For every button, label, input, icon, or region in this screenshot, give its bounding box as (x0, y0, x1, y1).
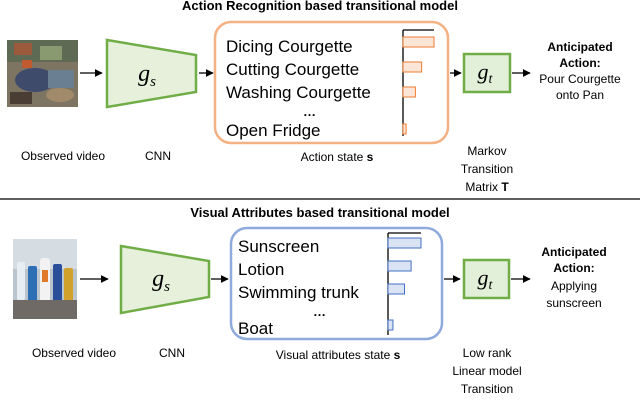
top-state-2: Washing Courgette (226, 83, 371, 102)
bottom-state-0: Sunscreen (238, 237, 319, 256)
top-section: Action Recognition based transitional mo… (7, 0, 621, 194)
bottom-video-thumbnail (13, 239, 77, 319)
bottom-bar-3 (387, 319, 394, 331)
top-title: Action Recognition based transitional mo… (182, 0, 458, 13)
bottom-transition-label-0: Low rank (463, 346, 513, 360)
bottom-bar-0 (387, 237, 422, 249)
bottom-anticipated-label-0: Anticipated (541, 245, 606, 259)
bottom-anticipated-label-1: Action: (553, 261, 594, 275)
top-bar-0 (402, 36, 435, 48)
top-transition-label-1: Transition (461, 162, 513, 176)
top-transition-label-2: Matrix T (465, 180, 509, 194)
top-cnn-trapezoid (105, 38, 198, 109)
bottom-state-2: Swimming trunk (238, 283, 359, 302)
top-cnn-block: gs (105, 38, 198, 109)
bottom-transition-box (462, 258, 511, 300)
bottom-state-panel-border (229, 226, 444, 341)
bottom-observed-video-label: Observed video (32, 346, 116, 360)
bottom-transition-block: gt (462, 258, 511, 300)
top-anticipated-label-0: Anticipated (547, 40, 612, 54)
top-bar-1 (402, 61, 423, 73)
bottom-state-4: Boat (238, 319, 273, 338)
bottom-cnn-trapezoid (119, 244, 211, 315)
bottom-bars-group (387, 237, 422, 331)
top-bars-group (402, 36, 435, 135)
top-video-thumbnail (7, 40, 78, 107)
bottom-transition-symbol: gt (478, 265, 494, 293)
bottom-bar-2 (387, 283, 405, 295)
top-transition-block: gt (462, 52, 512, 94)
bottom-anticipated-action: Anticipated Action: Applying sunscreen (541, 245, 606, 310)
bottom-anticipated-value-1: sunscreen (546, 296, 601, 310)
top-state-panel-border (213, 20, 450, 145)
top-action-state-panel: Dicing Courgette Cutting Courgette Washi… (213, 20, 450, 145)
top-state-3: … (303, 104, 316, 119)
top-anticipated-action: Anticipated Action: Pour Courgette onto … (539, 40, 621, 102)
top-transition-label-0: Markov (467, 144, 506, 158)
top-state-4: Open Fridge (226, 121, 321, 140)
top-bar-2 (402, 86, 416, 98)
bottom-transition-label-2: Transition (461, 382, 513, 396)
top-anticipated-label-1: Action: (559, 56, 600, 70)
bottom-transition-label-1: Linear model (452, 364, 521, 378)
bottom-anticipated-value-0: Applying (551, 279, 597, 293)
top-cnn-symbol: gs (138, 61, 156, 90)
bottom-bar-1 (387, 260, 412, 272)
bottom-cnn-label: CNN (159, 346, 185, 360)
top-transition-box (462, 52, 512, 94)
top-bar-3 (402, 123, 407, 135)
top-observed-video-label: Observed video (21, 149, 105, 163)
top-transition-symbol: gt (478, 59, 494, 87)
top-state-1: Cutting Courgette (226, 60, 359, 79)
top-state-label: Action state s (301, 150, 374, 164)
bottom-visual-state-panel: Sunscreen Lotion Swimming trunk … Boat (229, 226, 444, 341)
bottom-state-3: … (313, 304, 326, 319)
bottom-section: Visual Attributes based transitional mod… (13, 205, 607, 396)
top-state-0: Dicing Courgette (226, 37, 353, 56)
bottom-title: Visual Attributes based transitional mod… (190, 205, 449, 220)
bottom-cnn-block: gs (119, 244, 211, 315)
top-anticipated-value-1: onto Pan (556, 88, 604, 102)
top-cnn-label: CNN (145, 149, 171, 163)
top-anticipated-value-0: Pour Courgette (539, 72, 621, 86)
bottom-state-label: Visual attributes state s (276, 348, 401, 362)
bottom-cnn-symbol: gs (152, 266, 170, 295)
bottom-state-1: Lotion (238, 260, 284, 279)
